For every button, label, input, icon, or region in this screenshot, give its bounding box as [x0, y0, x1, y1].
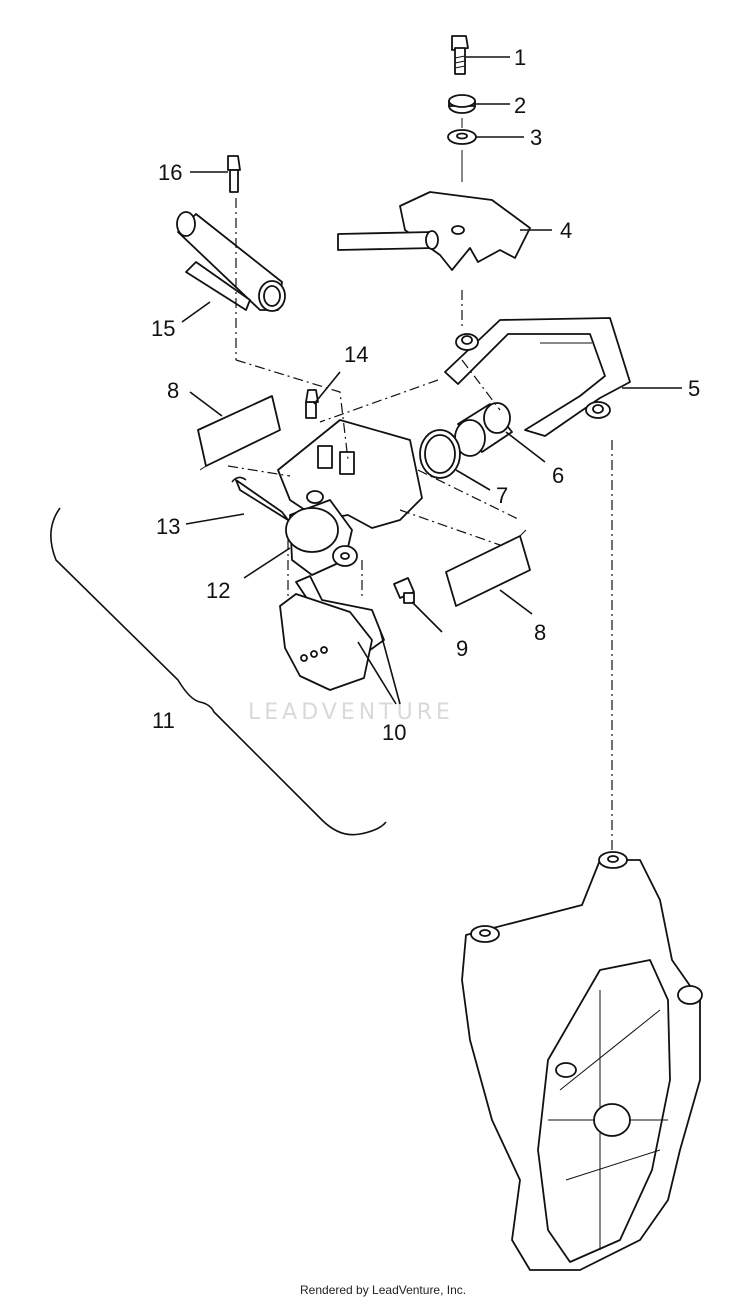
group-bracket	[50, 507, 387, 836]
part-piston	[454, 402, 513, 457]
footer-credit: Rendered by LeadVenture, Inc.	[300, 1283, 466, 1297]
callout-7: 7	[496, 483, 508, 508]
callout-3: 3	[530, 125, 542, 150]
part-brake-line	[231, 476, 289, 521]
callout-9: 9	[456, 636, 468, 661]
part-bolt	[451, 35, 469, 75]
callout-13: 13	[156, 514, 180, 539]
callout-12: 12	[206, 578, 230, 603]
part-housing	[461, 851, 703, 1271]
callout-8-right: 8	[534, 620, 546, 645]
callout-2: 2	[514, 93, 526, 118]
callout-16: 16	[158, 160, 182, 185]
callout-15: 15	[151, 316, 175, 341]
part-brake-pads	[279, 575, 385, 691]
part-bleeder-screw	[305, 389, 319, 419]
callout-4: 4	[560, 218, 572, 243]
callout-1: 1	[514, 45, 526, 70]
leader-lines	[181, 56, 682, 705]
part-lock-washer	[448, 94, 476, 114]
watermark: LEADVENTURE	[248, 700, 454, 725]
assembly-lines	[227, 198, 613, 852]
callout-11: 11	[152, 708, 175, 733]
part-shim-left	[197, 395, 281, 471]
callout-labels: 1 2 3 4 5 6 7 8 8 9 10 11 12 13 14 15 16	[151, 45, 700, 745]
part-bracket-plate	[337, 191, 531, 271]
callout-8-left: 8	[167, 378, 179, 403]
part-flat-washer	[447, 129, 477, 145]
part-seal-ring	[419, 429, 461, 479]
part-cylinder-fitting	[176, 211, 286, 312]
callout-5: 5	[688, 376, 700, 401]
part-fitting	[393, 577, 415, 604]
part-mounting-frame	[444, 317, 631, 437]
callout-14: 14	[344, 342, 368, 367]
callout-6: 6	[552, 463, 564, 488]
part-shim-right	[445, 529, 531, 607]
part-caliper-body	[277, 419, 423, 576]
part-screw	[227, 155, 241, 193]
callout-10: 10	[382, 720, 406, 745]
